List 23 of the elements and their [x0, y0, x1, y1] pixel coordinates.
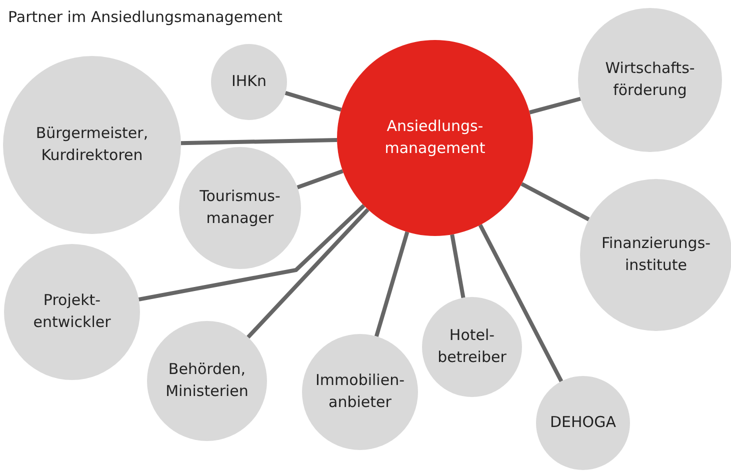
connector-line: [296, 169, 344, 190]
connector-line: [529, 96, 581, 114]
node-label: Bürgermeister, Kurdirektoren: [34, 123, 150, 166]
connector-line: [284, 91, 342, 112]
diagram-title: Partner im Ansiedlungsmanagement: [8, 8, 282, 26]
node-label: Behörden, Ministerien: [164, 359, 250, 402]
partner-circle: [179, 147, 301, 269]
node-label: Ansiedlungs- management: [384, 116, 486, 159]
connector-line: [374, 231, 410, 337]
node-label: Tourismus- manager: [198, 186, 282, 229]
node-label: Projekt- entwickler: [32, 290, 112, 333]
node-label: Wirtschafts- förderung: [604, 58, 696, 101]
connector-line: [246, 208, 370, 339]
connector-line: [138, 204, 366, 302]
connector-line: [450, 234, 466, 298]
node-label: Immobilien- anbieter: [314, 370, 406, 413]
node-label: Hotel- betreiber: [436, 325, 508, 368]
connector-line: [520, 182, 590, 222]
node-label: IHKn: [231, 71, 267, 92]
node-label: DEHOGA: [550, 412, 616, 434]
connector-line: [180, 138, 338, 146]
connector-line: [478, 224, 564, 382]
node-label: Finanzierungs- institute: [600, 233, 712, 276]
